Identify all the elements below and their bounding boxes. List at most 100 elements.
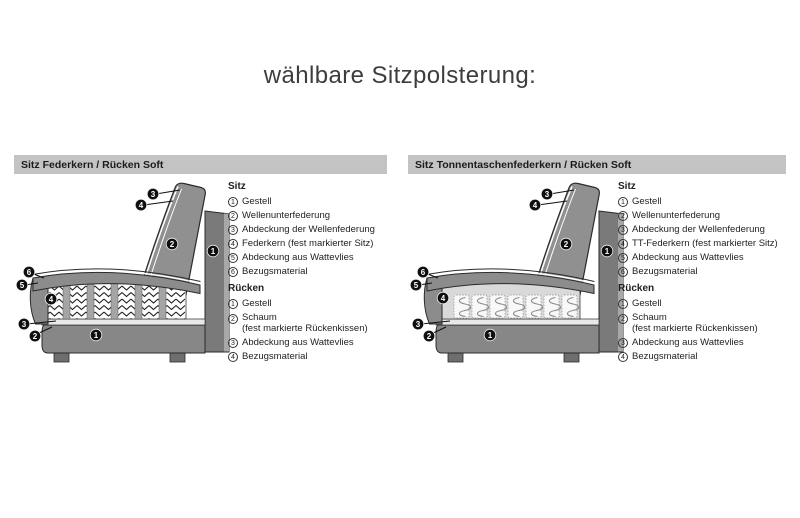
sofa-diagram-federkern: 3 4 2 1 6 5 4 3 2 1 [14, 181, 232, 380]
callout-marker: 3 [146, 187, 160, 201]
svg-text:6: 6 [421, 268, 426, 277]
legend-item-label: Schaum(fest markierte Rückenkissen) [632, 312, 758, 334]
svg-text:3: 3 [545, 190, 550, 199]
legend-item-label: Abdeckung aus Wattevlies [632, 336, 744, 348]
legend-item-label: Bezugsmaterial [242, 265, 308, 277]
callout-markers: 3 4 2 1 6 5 4 3 2 1 [409, 187, 614, 343]
callout-marker: 4 [528, 198, 542, 212]
callout-marker: 1 [89, 328, 103, 342]
legend-section-title: Rücken [228, 283, 265, 295]
svg-text:3: 3 [151, 190, 156, 199]
legend-item-number: 2 [618, 313, 628, 324]
suspension-strip [41, 318, 206, 326]
legend-item-number: 6 [618, 267, 628, 278]
sofa-diagram-tonnentaschenfederkern: 3 4 2 1 6 5 4 3 2 1 [408, 181, 626, 380]
svg-text:4: 4 [441, 294, 446, 303]
callout-marker: 5 [15, 278, 29, 292]
legend-item-sublabel: (fest markierte Rückenkissen) [632, 322, 758, 334]
legend-item-number: 3 [618, 225, 628, 236]
callout-marker: 6 [416, 265, 430, 279]
legend-item-label: Gestell [632, 297, 662, 309]
legend-item-label: Wellenunterfederung [632, 209, 721, 221]
legend-item-label: Abdeckung der Wellenfederung [242, 223, 375, 235]
suspension-strip [435, 318, 600, 326]
svg-text:2: 2 [427, 332, 432, 341]
svg-text:1: 1 [605, 247, 610, 256]
callout-marker: 6 [22, 265, 36, 279]
sofa-cross-section-svg: 3 4 2 1 6 5 4 3 2 1 [409, 182, 624, 363]
callout-marker: 5 [409, 278, 423, 292]
legend-item: 5 Abdeckung aus Wattevlies [228, 251, 390, 264]
callout-marker: 2 [422, 329, 436, 343]
legend-item-number: 4 [228, 239, 238, 250]
callout-marker: 4 [436, 291, 450, 305]
svg-text:1: 1 [488, 331, 493, 340]
callout-marker: 2 [559, 237, 573, 251]
svg-text:3: 3 [22, 320, 27, 329]
callout-marker: 3 [411, 317, 425, 331]
legend-item-label: Bezugsmaterial [632, 350, 698, 362]
legend-section-title: Sitz [228, 181, 246, 192]
svg-text:4: 4 [139, 201, 144, 210]
legend-item: 2 Wellenunterfederung [618, 209, 788, 222]
callout-leader-lines [24, 189, 181, 335]
legend-item-label: Bezugsmaterial [632, 265, 698, 277]
callout-marker: 4 [44, 292, 58, 306]
legend-item-label: TT-Federkern (fest markierter Sitz) [632, 237, 778, 249]
legend-item: 5 Abdeckung aus Wattevlies [618, 251, 788, 264]
legend-item: 2 Schaum(fest markierte Rückenkissen) [618, 312, 788, 334]
legend-item-label: Gestell [632, 195, 662, 207]
legend-item-number: 1 [228, 197, 238, 207]
legend-item-label: Abdeckung aus Wattevlies [242, 251, 354, 263]
legend-section-title: Rücken [618, 283, 655, 295]
svg-text:1: 1 [211, 247, 216, 256]
callout-marker: 4 [134, 198, 148, 212]
legend-item-number: 1 [228, 299, 238, 310]
legend-item-number: 2 [228, 211, 238, 222]
svg-text:4: 4 [49, 295, 54, 304]
legend-item-label: Abdeckung aus Wattevlies [242, 336, 354, 348]
legend-item-label: Bezugsmaterial [242, 350, 308, 362]
legend-item-number: 5 [228, 253, 238, 264]
back-frame [204, 210, 230, 353]
panel-header: Sitz Federkern / Rücken Soft [14, 155, 387, 174]
svg-text:2: 2 [33, 332, 38, 341]
legend-item-label: Abdeckung der Wellenfederung [632, 223, 765, 235]
callout-marker: 1 [483, 328, 497, 342]
panel-tonnentaschenfederkern: Sitz Tonnentaschenfederkern / Rücken Sof… [408, 155, 786, 395]
svg-text:1: 1 [94, 331, 99, 340]
legend-item: 6 Bezugsmaterial [618, 265, 788, 278]
legend-section-title: Sitz [618, 181, 636, 192]
legend-item-sublabel: (fest markierte Rückenkissen) [242, 322, 368, 334]
svg-text:5: 5 [414, 281, 419, 290]
svg-text:5: 5 [20, 281, 25, 290]
svg-text:2: 2 [564, 240, 569, 249]
seat-cushion-band [426, 268, 595, 295]
legend-item-number: 3 [228, 338, 238, 349]
sofa-cross-section-svg: 3 4 2 1 6 5 4 3 2 1 [15, 182, 230, 363]
callout-marker: 3 [17, 317, 31, 331]
callout-markers: 3 4 2 1 6 5 4 3 2 1 [15, 187, 220, 343]
panel-federkern: Sitz Federkern / Rücken Soft [14, 155, 387, 395]
legend-item: 3 Abdeckung der Wellenfederung [618, 223, 788, 236]
callout-marker: 2 [28, 329, 42, 343]
callout-marker: 1 [600, 244, 614, 258]
legend-item-number: 2 [618, 211, 628, 222]
base-frame [435, 324, 600, 354]
svg-text:4: 4 [533, 201, 538, 210]
panel-header: Sitz Tonnentaschenfederkern / Rücken Sof… [408, 155, 786, 174]
legend-item-number: 5 [618, 253, 628, 264]
page-title: wählbare Sitzpolsterung: [263, 62, 537, 89]
legend-item-label: Abdeckung aus Wattevlies [632, 251, 744, 263]
